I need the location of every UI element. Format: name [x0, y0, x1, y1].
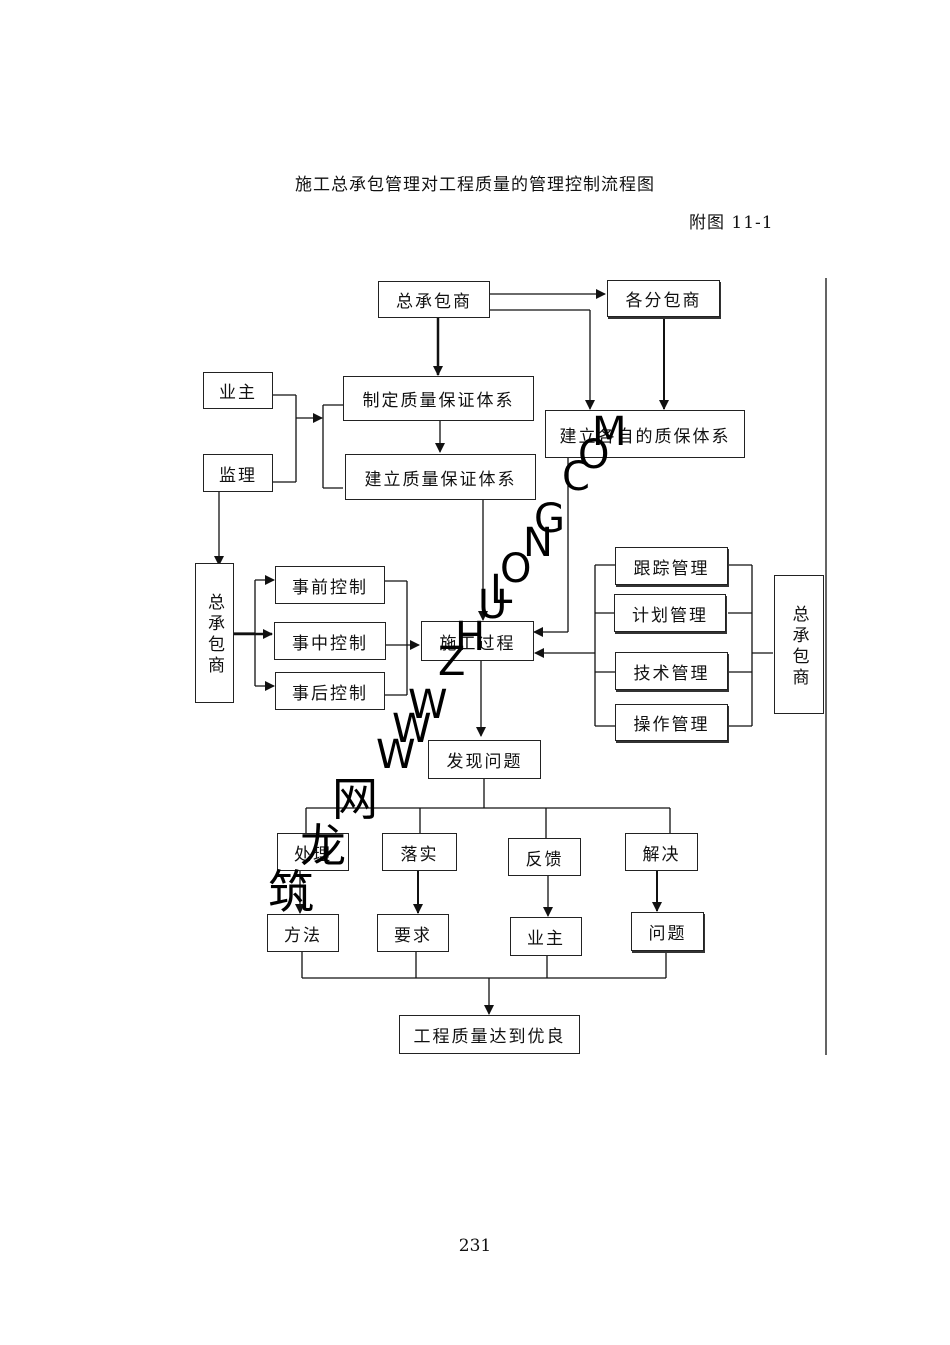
node-find-problem: 发现问题 — [428, 740, 541, 779]
figure-label: 附图 11-1 — [689, 213, 774, 233]
page-number: 231 — [458, 1236, 492, 1256]
node-handle: 处理 — [277, 833, 349, 871]
node-result-quality-excellent: 工程质量达到优良 — [399, 1015, 580, 1054]
node-establish-qa-system: 建立质量保证体系 — [345, 454, 536, 500]
node-construction-process: 施工过程 — [421, 621, 534, 661]
node-formulate-qa-system: 制定质量保证体系 — [343, 376, 534, 421]
node-mid-control: 事中控制 — [274, 622, 386, 660]
node-planning-management: 计划管理 — [614, 594, 726, 632]
node-implement: 落实 — [382, 833, 457, 871]
node-post-control: 事后控制 — [275, 672, 385, 710]
page-title: 施工总承包管理对工程质量的管理控制流程图 — [295, 175, 655, 195]
node-requirement: 要求 — [377, 914, 449, 952]
node-feedback: 反馈 — [508, 838, 581, 876]
node-problem: 问题 — [631, 912, 704, 951]
node-general-contractor-left: 总承包商 — [195, 563, 234, 703]
node-owner-bottom: 业主 — [510, 917, 582, 956]
node-sub-qa-system: 建立各自的质保体系 — [545, 410, 745, 458]
node-method: 方法 — [267, 914, 339, 952]
node-subcontractors: 各分包商 — [607, 280, 720, 317]
node-operation-management: 操作管理 — [615, 704, 728, 741]
node-solve: 解决 — [625, 833, 698, 871]
node-owner: 业主 — [203, 372, 273, 409]
node-general-contractor-top: 总承包商 — [378, 281, 490, 318]
node-general-contractor-right: 总承包商 — [774, 575, 824, 714]
node-supervisor: 监理 — [203, 454, 273, 492]
node-pre-control: 事前控制 — [275, 566, 385, 604]
node-technical-management: 技术管理 — [615, 652, 728, 690]
node-tracking-management: 跟踪管理 — [615, 547, 728, 585]
